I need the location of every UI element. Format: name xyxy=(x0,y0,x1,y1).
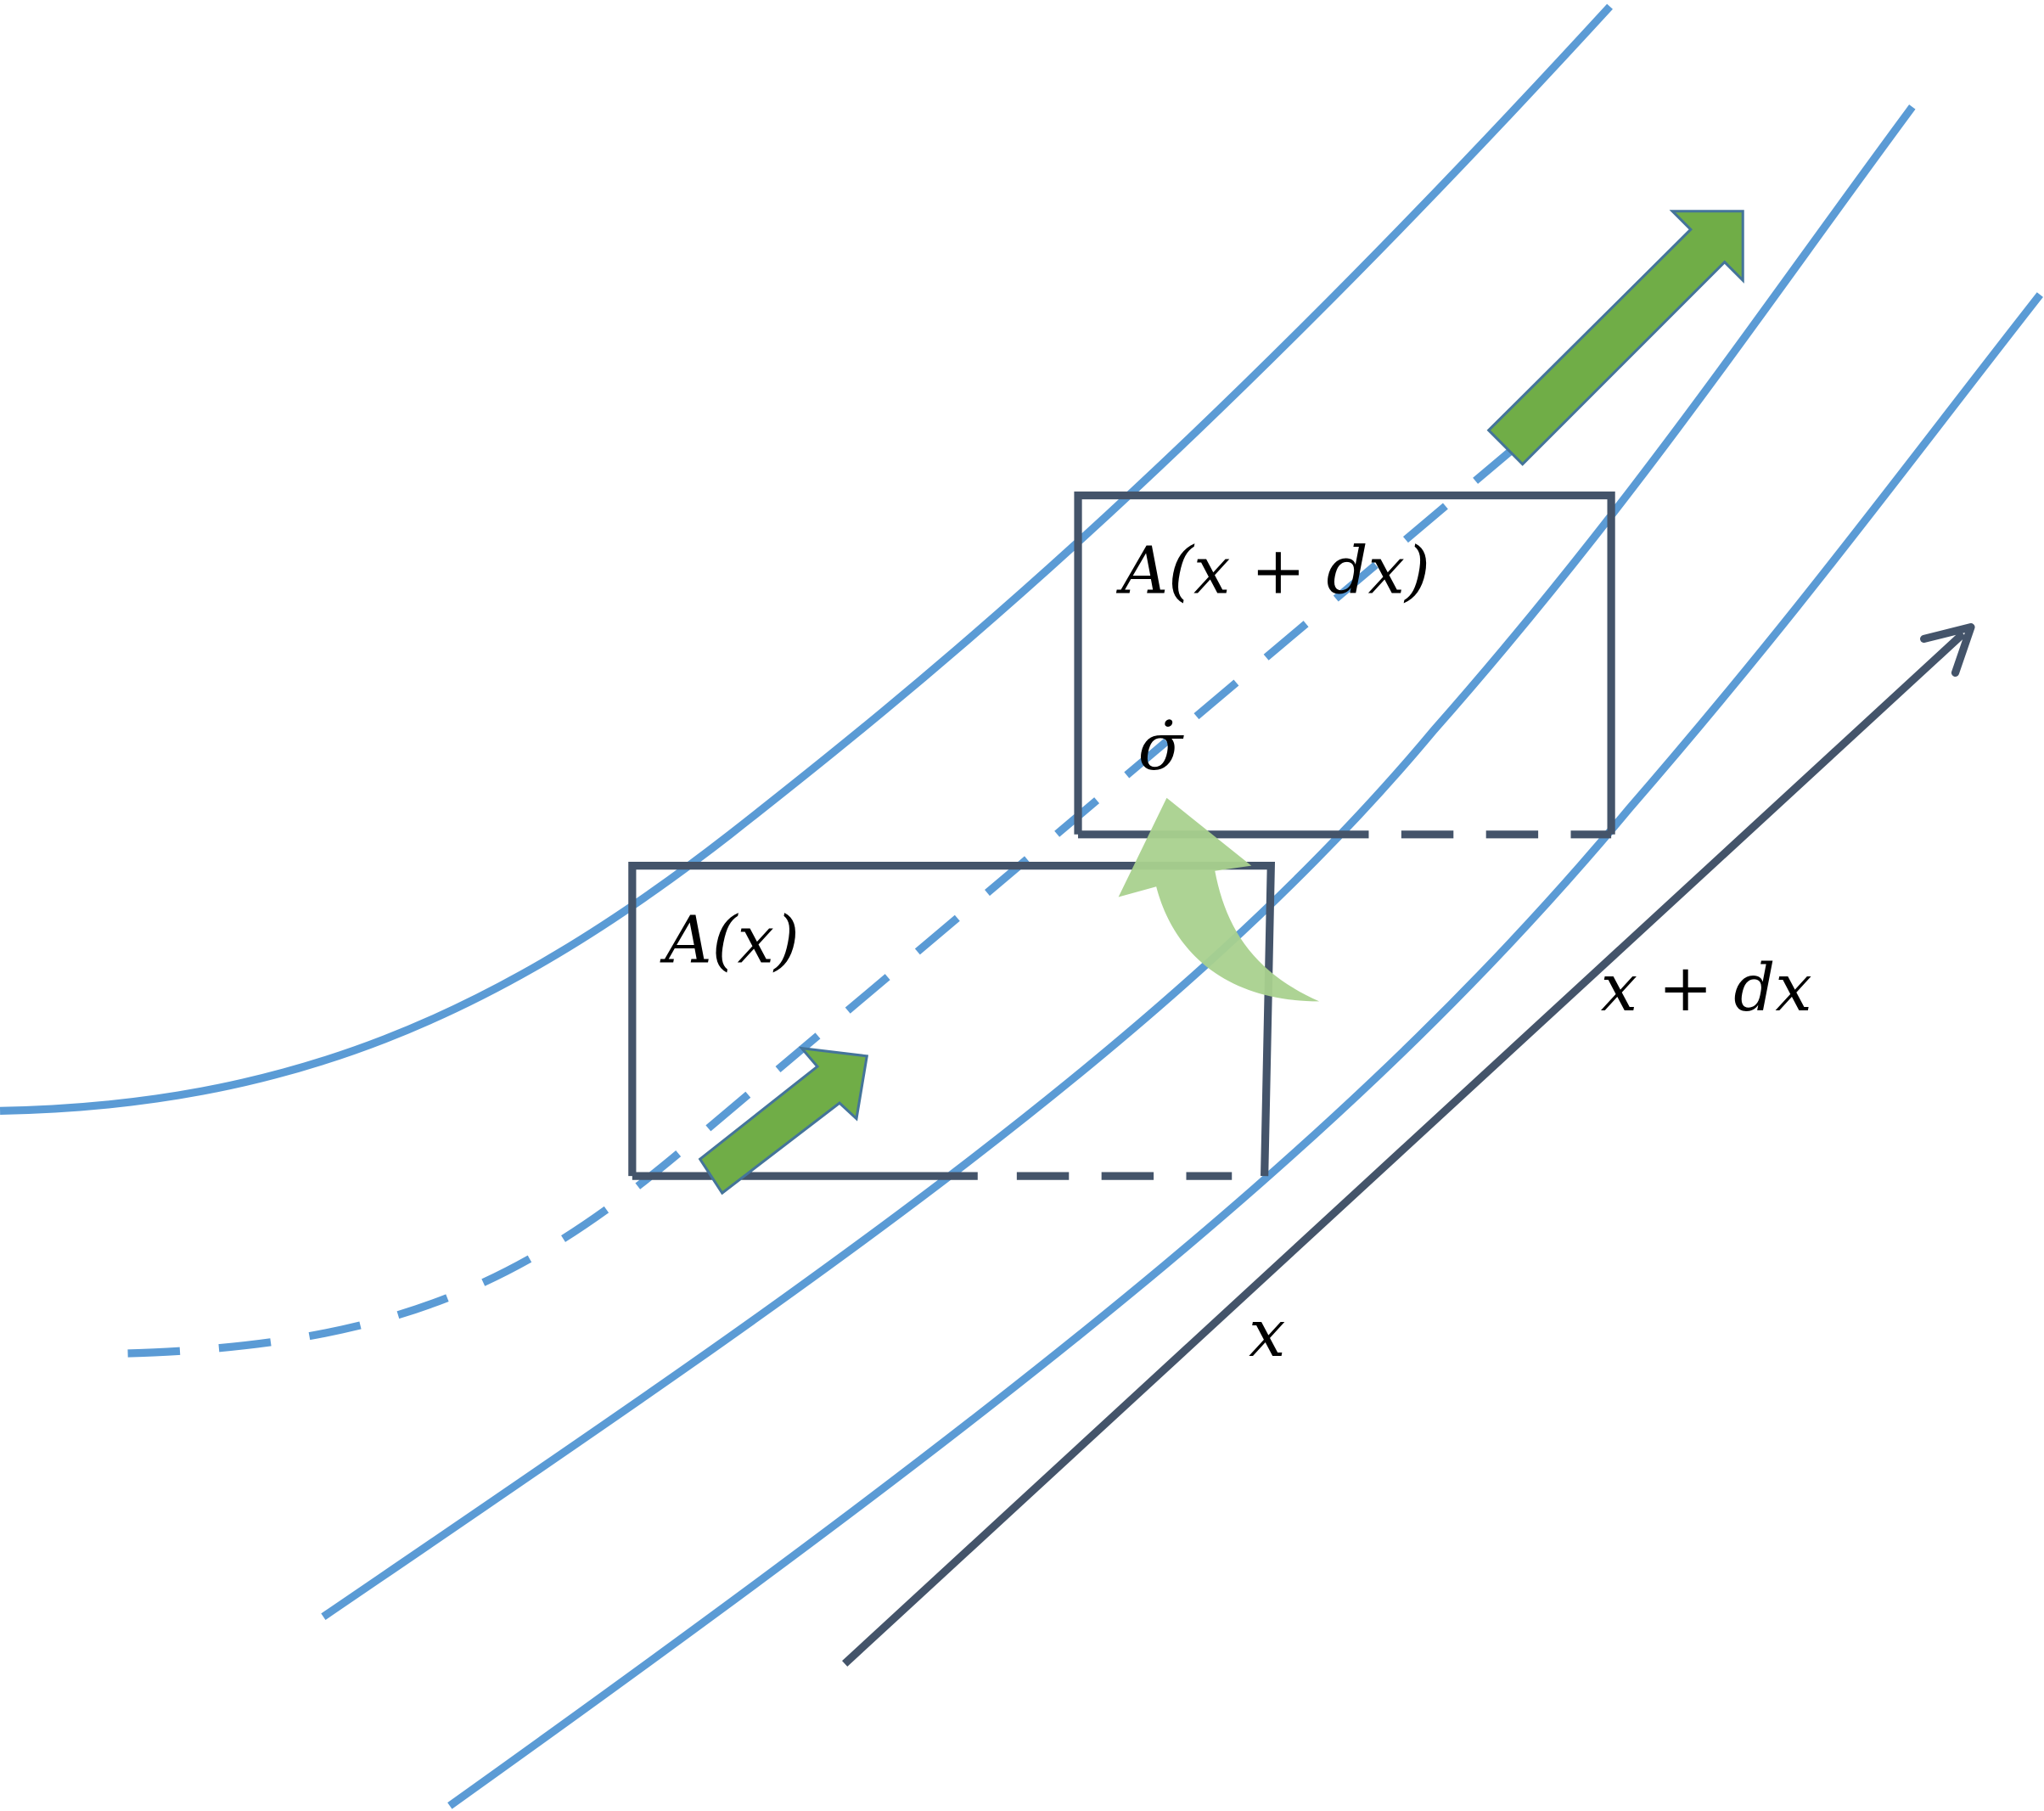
entropy-production-arrow xyxy=(1118,797,1320,1002)
center-streamline-dashed xyxy=(127,447,1515,1358)
control-volume-lower xyxy=(628,862,1276,1180)
label-area-upper: A(x + dx) xyxy=(1116,534,1430,610)
label-position-upper: x + dx xyxy=(1601,951,1812,1026)
label-sigma-dot: σ̇ xyxy=(1138,710,1185,785)
flow-arrow-large xyxy=(1486,210,1744,466)
control-volume-upper xyxy=(1074,491,1615,839)
label-area-lower: A(x) xyxy=(660,903,800,978)
streamline-upper xyxy=(0,3,1613,1115)
x-axis-arrow xyxy=(842,623,1975,1667)
flow-arrow-small xyxy=(698,1046,869,1195)
streamline-middle xyxy=(321,104,1916,1620)
streamline-lower xyxy=(447,292,2043,1809)
label-position-lower: x xyxy=(1249,1296,1285,1372)
